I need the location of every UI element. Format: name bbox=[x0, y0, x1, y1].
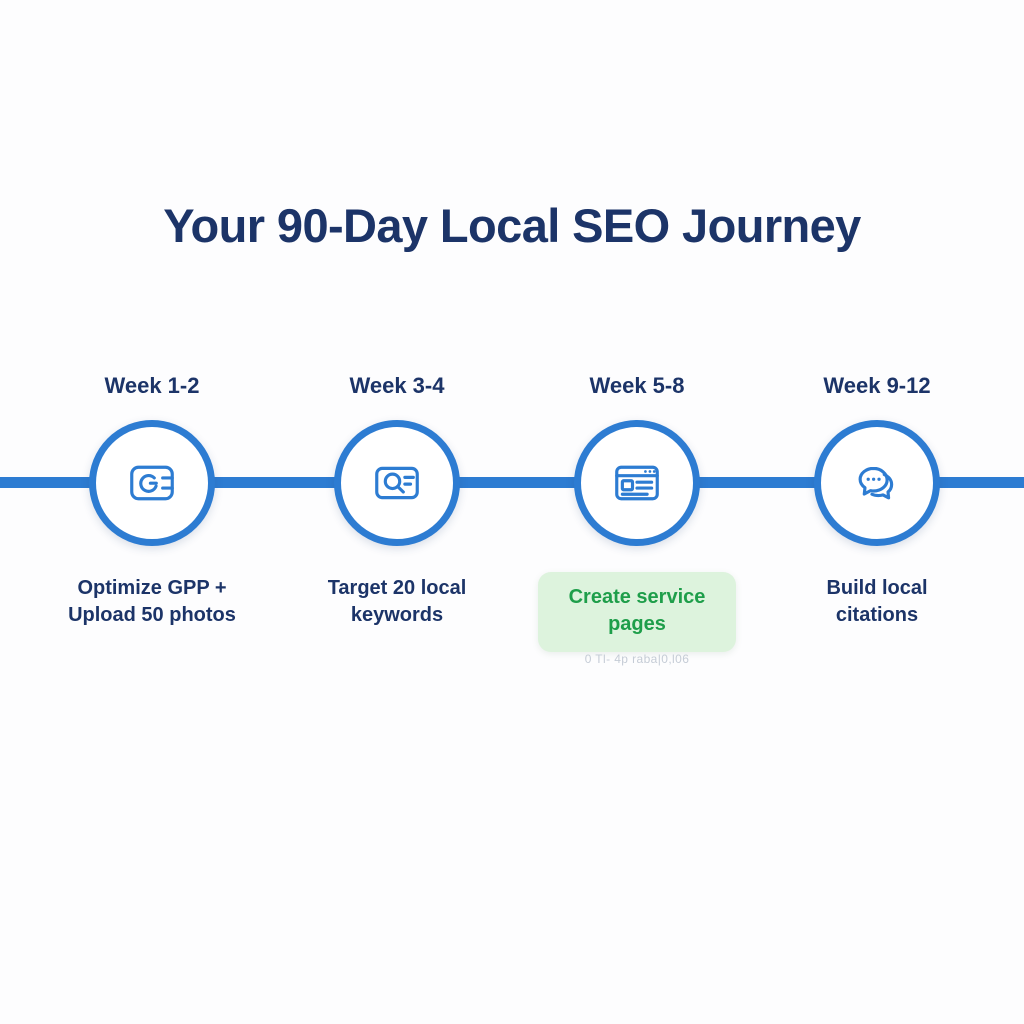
stage-4-caption-line-2: citations bbox=[835, 604, 919, 626]
stage-1-node[interactable] bbox=[89, 420, 215, 546]
keyword-search-icon bbox=[370, 456, 424, 510]
stage-2-week-label: Week 3-4 bbox=[349, 373, 445, 398]
stage-3-caption-line-2: pages bbox=[608, 613, 666, 635]
stage-2-caption-line-2: keywords bbox=[350, 604, 444, 626]
stage-3-artifact-text: 0 Tl- 4p raba|0,l06 bbox=[584, 652, 690, 666]
page-title: Your 90-Day Local SEO Journey bbox=[163, 199, 861, 252]
stage-3-caption-line-1: Create service bbox=[568, 586, 706, 608]
stage-4-caption-line-1: Build local bbox=[826, 577, 928, 599]
timeline-stage-1: Week 1-2 Optimize GPP + Upload 50 photos bbox=[29, 0, 275, 1024]
stage-1-caption-line-1: Optimize GPP + bbox=[77, 577, 227, 599]
stage-4-node[interactable] bbox=[814, 420, 940, 546]
stage-3-week-label: Week 5-8 bbox=[589, 373, 685, 398]
stage-2-node[interactable] bbox=[334, 420, 460, 546]
timeline-stage-2: Week 3-4 Target 20 local keywords bbox=[274, 0, 520, 1024]
google-business-profile-icon bbox=[125, 456, 179, 510]
stage-3-caption-highlight: Create service pages bbox=[538, 572, 736, 652]
stage-1-caption-line-2: Upload 50 photos bbox=[68, 604, 236, 626]
stage-2-caption: Target 20 local keywords bbox=[274, 575, 520, 629]
timeline-connector-line bbox=[0, 477, 1024, 488]
stage-3-node[interactable] bbox=[574, 420, 700, 546]
stage-1-week-label: Week 1-2 bbox=[104, 373, 200, 398]
stage-2-caption-line-1: Target 20 local bbox=[327, 577, 467, 599]
web-page-layout-icon bbox=[610, 456, 664, 510]
stage-4-caption: Build local citations bbox=[754, 575, 1000, 629]
stage-4-week-label: Week 9-12 bbox=[823, 373, 931, 398]
timeline-stage-3: Week 5-8 Create service pages bbox=[514, 0, 760, 1024]
chat-bubbles-icon bbox=[850, 456, 904, 510]
timeline-stage-4: Week 9-12 Build local citations bbox=[754, 0, 1000, 1024]
stage-1-caption: Optimize GPP + Upload 50 photos bbox=[29, 575, 275, 629]
